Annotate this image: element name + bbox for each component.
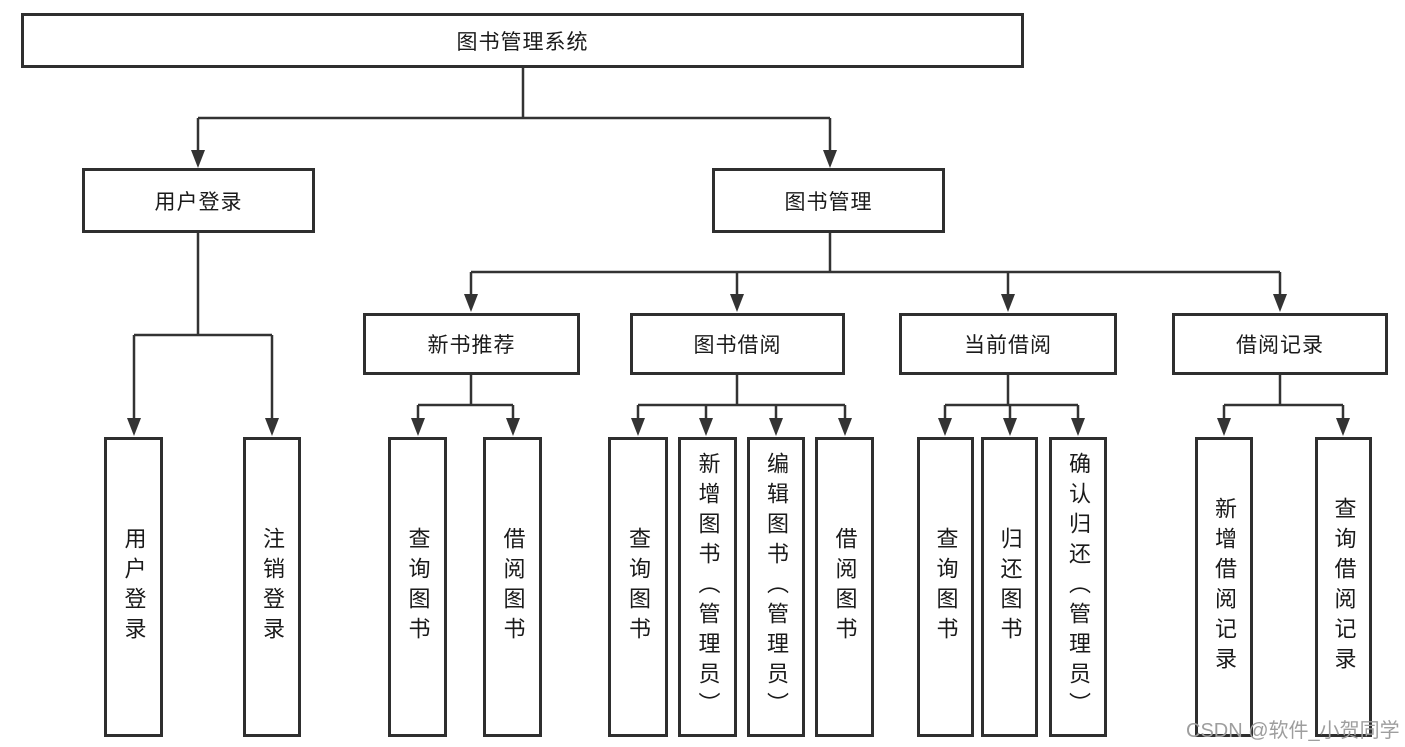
node-borrow-records-label: 借阅记录 (1236, 334, 1324, 357)
node-current-borrow: 当前借阅 (899, 313, 1117, 375)
leaf-logout: 注销登录 (243, 437, 301, 737)
leaf-query-borrow-record-label: 查询借阅记录 (1331, 497, 1357, 677)
watermark: CSDN @软件_小贺同学 (1186, 720, 1400, 742)
leaf-user-login: 用户登录 (104, 437, 163, 737)
leaf-add-borrow-record-label: 新增借阅记录 (1212, 497, 1237, 677)
leaf-edit-books-admin: 编辑图书（管理员） (747, 437, 805, 737)
node-book-borrow-label: 图书借阅 (693, 334, 782, 357)
node-root-system: 图书管理系统 (21, 13, 1024, 68)
node-root-label: 图书管理系统 (456, 30, 589, 54)
leaf-return-books-label: 归还图书 (997, 527, 1023, 647)
leaf-query-books-recommend: 查询图书 (388, 437, 447, 737)
leaf-edit-books-admin-label: 编辑图书（管理员） (764, 452, 789, 722)
leaf-return-books: 归还图书 (981, 437, 1038, 737)
leaf-query-borrow-record: 查询借阅记录 (1315, 437, 1372, 737)
leaf-borrow-books-recommend-label: 借阅图书 (500, 527, 526, 647)
node-user-login-label: 用户登录 (154, 190, 243, 214)
node-new-book-recommend-label: 新书推荐 (427, 334, 516, 357)
node-borrow-records: 借阅记录 (1172, 313, 1388, 375)
arrowheads (127, 150, 1350, 436)
node-book-management-label: 图书管理 (784, 190, 873, 214)
node-new-book-recommend: 新书推荐 (363, 313, 580, 375)
leaf-borrow-books-recommend: 借阅图书 (483, 437, 542, 737)
leaf-query-books-recommend-label: 查询图书 (405, 527, 431, 647)
leaf-add-books-admin-label: 新增图书（管理员） (695, 452, 721, 722)
node-current-borrow-label: 当前借阅 (964, 334, 1052, 357)
leaf-confirm-return-admin: 确认归还（管理员） (1049, 437, 1107, 737)
leaf-add-books-admin: 新增图书（管理员） (678, 437, 737, 737)
leaf-query-books-borrow-label: 查询图书 (626, 527, 651, 647)
node-user-login: 用户登录 (82, 168, 315, 233)
leaf-query-books-current: 查询图书 (917, 437, 974, 737)
leaf-query-books-current-label: 查询图书 (933, 527, 959, 647)
leaf-borrow-books: 借阅图书 (815, 437, 874, 737)
leaf-logout-label: 注销登录 (260, 527, 285, 647)
node-book-borrow: 图书借阅 (630, 313, 845, 375)
leaf-user-login-label: 用户登录 (121, 527, 147, 647)
leaf-query-books-borrow: 查询图书 (608, 437, 668, 737)
leaf-confirm-return-admin-label: 确认归还（管理员） (1066, 452, 1091, 722)
node-book-management: 图书管理 (712, 168, 945, 233)
leaf-borrow-books-label: 借阅图书 (832, 527, 858, 647)
leaf-add-borrow-record: 新增借阅记录 (1195, 437, 1253, 737)
